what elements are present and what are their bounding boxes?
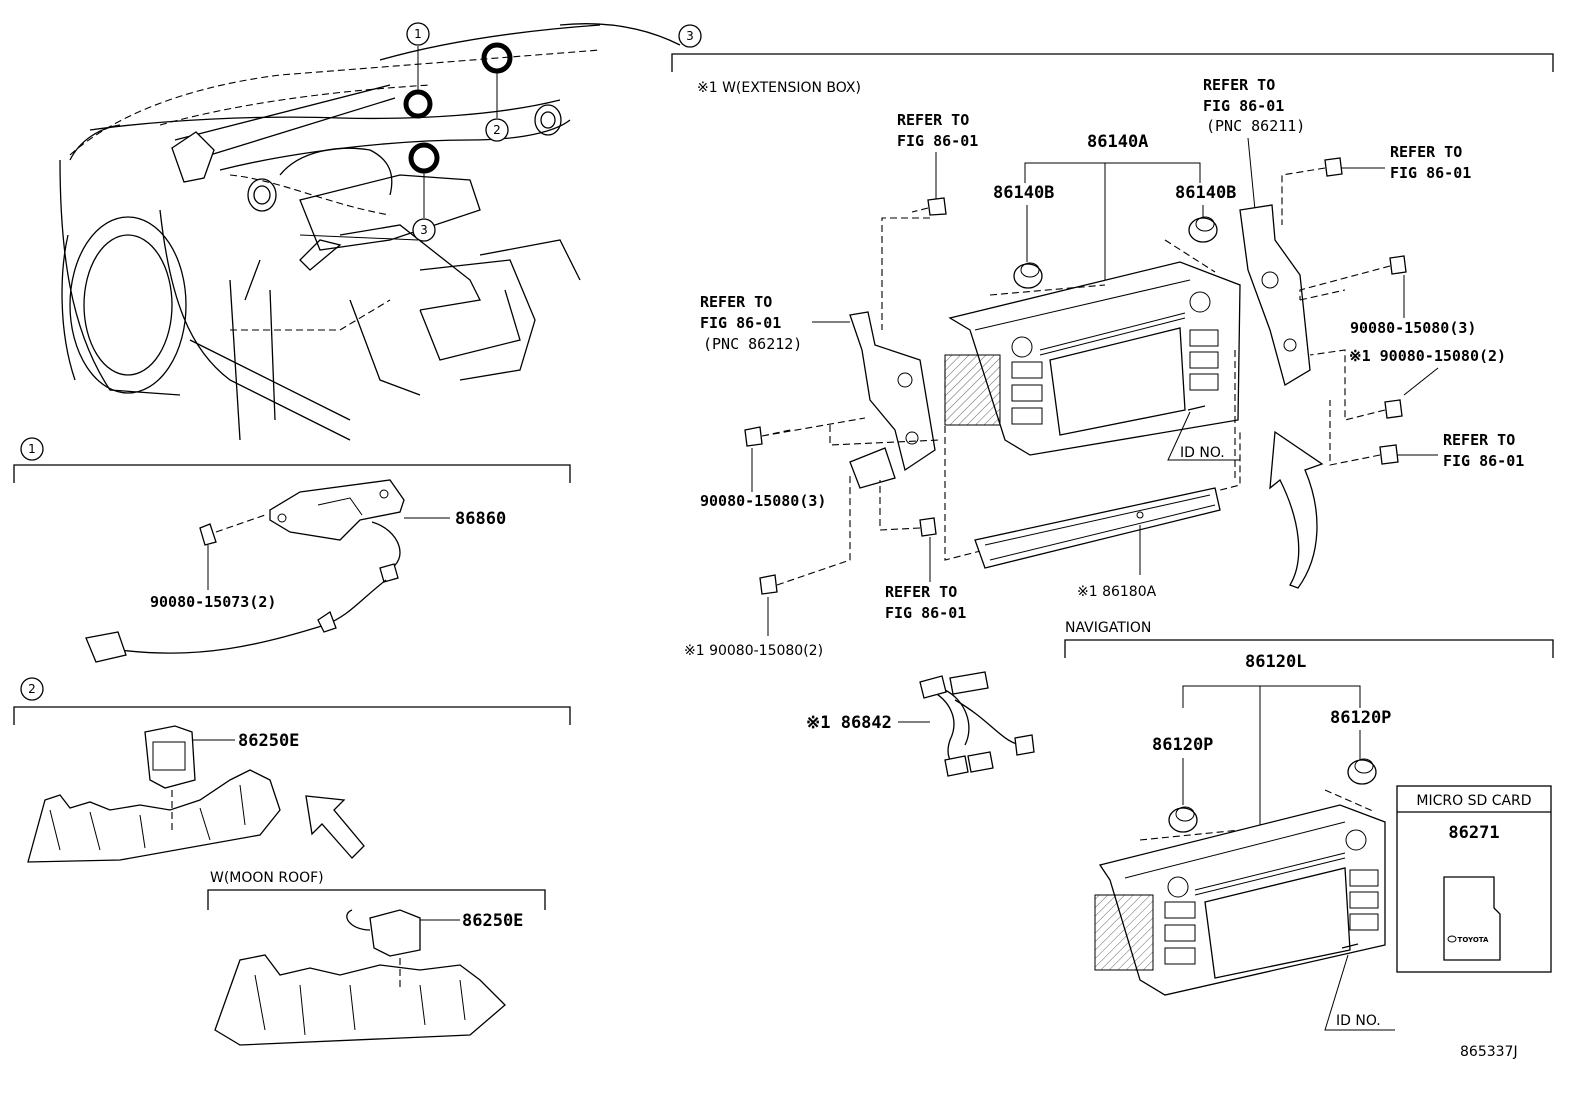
ref-top-left-line1: REFER TO: [897, 111, 969, 129]
label-90080-15073: 90080-15073(2): [150, 593, 276, 611]
label-micro-sd-title: MICRO SD CARD: [1416, 793, 1531, 809]
ref-right-top-line2: FIG 86-01: [1390, 164, 1471, 182]
harness-86842: [919, 671, 1035, 777]
ref-bottom-line1: REFER TO: [885, 583, 957, 601]
section-1: 1 86860 90080-15073(2): [13, 437, 571, 663]
ref-top-left-line2: FIG 86-01: [897, 132, 978, 150]
module-86250E-moonroof: [369, 909, 421, 957]
svg-text:1: 1: [414, 27, 422, 41]
diagram-id: 865337J: [1460, 1044, 1518, 1060]
label-navigation: NAVIGATION: [1065, 620, 1151, 636]
svg-text:2: 2: [493, 123, 501, 137]
knob-86120P-left: [1168, 806, 1198, 833]
section-3: 3 ※1 W(EXTENSION BOX) REFER TO FIG 86-01…: [671, 24, 1554, 777]
label-bolt-left-3: 90080-15080(3): [700, 492, 826, 510]
label-id-no-top: ID NO.: [1180, 445, 1225, 461]
navigation-section: NAVIGATION 86120L 86120P 86120P: [1064, 620, 1554, 1031]
label-bolt-right-2: ※1 90080-15080(2): [1349, 347, 1506, 365]
label-86120L: 86120L: [1245, 652, 1306, 672]
micro-sd-card-icon: [1443, 876, 1501, 961]
ref-right-bottom-line1: REFER TO: [1443, 431, 1515, 449]
bracket-left: [849, 311, 936, 472]
knob-86120P-right: [1347, 758, 1377, 785]
svg-text:1: 1: [28, 442, 36, 456]
svg-text:3: 3: [686, 29, 694, 43]
head-unit-86120L: [1094, 804, 1386, 996]
label-bolt-right-3: 90080-15080(3): [1350, 319, 1476, 337]
label-86120P-right: 86120P: [1330, 708, 1391, 728]
ref-right-top-line1: REFER TO: [1390, 143, 1462, 161]
label-86180A: ※1 86180A: [1077, 584, 1157, 600]
label-id-no-bottom: ID NO.: [1336, 1013, 1381, 1029]
toyota-logo-text: TOYOTA: [1458, 936, 1489, 944]
head-unit-86140A: [944, 261, 1241, 456]
callout-2: 2: [485, 118, 509, 142]
label-86140B-right: 86140B: [1175, 183, 1236, 203]
note-extension-box: ※1 W(EXTENSION BOX): [697, 80, 861, 96]
label-86842: ※1 86842: [806, 713, 892, 733]
ref-left-bracket-line1: REFER TO: [700, 293, 772, 311]
callout-3: 3: [412, 218, 436, 242]
svg-text:2: 2: [28, 682, 36, 696]
ref-left-bracket-line2: FIG 86-01: [700, 314, 781, 332]
ref-bottom-line2: FIG 86-01: [885, 604, 966, 622]
dashboard-overview: 1 2 3: [59, 22, 681, 441]
ref-left-bracket-line3: (PNC 86212): [703, 335, 802, 353]
label-86271: 86271: [1448, 823, 1499, 843]
label-86120P-left: 86120P: [1152, 735, 1213, 755]
label-86860: 86860: [455, 509, 506, 529]
callout-1: 1: [406, 22, 430, 46]
label-86140B-left: 86140B: [993, 183, 1054, 203]
bracket-86860: [269, 479, 405, 541]
knob-86140B-right: [1188, 216, 1218, 243]
label-86140A: 86140A: [1087, 132, 1148, 152]
arrow-curved: [1269, 430, 1324, 589]
label-86250E: 86250E: [238, 731, 299, 751]
ref-right-bracket-line1: REFER TO: [1203, 76, 1275, 94]
label-bolt-left-2: ※1 90080-15080(2): [684, 643, 823, 659]
ref-right-bottom-line2: FIG 86-01: [1443, 452, 1524, 470]
ref-right-bracket-line3: (PNC 86211): [1206, 117, 1305, 135]
label-86250E-moonroof: 86250E: [462, 911, 523, 931]
extension-box-86180A: [974, 487, 1221, 569]
svg-text:3: 3: [420, 223, 428, 237]
label-moon-roof: W(MOON ROOF): [210, 870, 324, 886]
ref-right-bracket-line2: FIG 86-01: [1203, 97, 1284, 115]
bracket-right: [1239, 204, 1311, 386]
knob-86140B-left: [1013, 262, 1043, 289]
micro-sd-box: MICRO SD CARD 86271 TOYOTA: [1396, 785, 1552, 973]
section-2: 2 86250E W(MOON ROOF) 86250E: [13, 677, 571, 1046]
